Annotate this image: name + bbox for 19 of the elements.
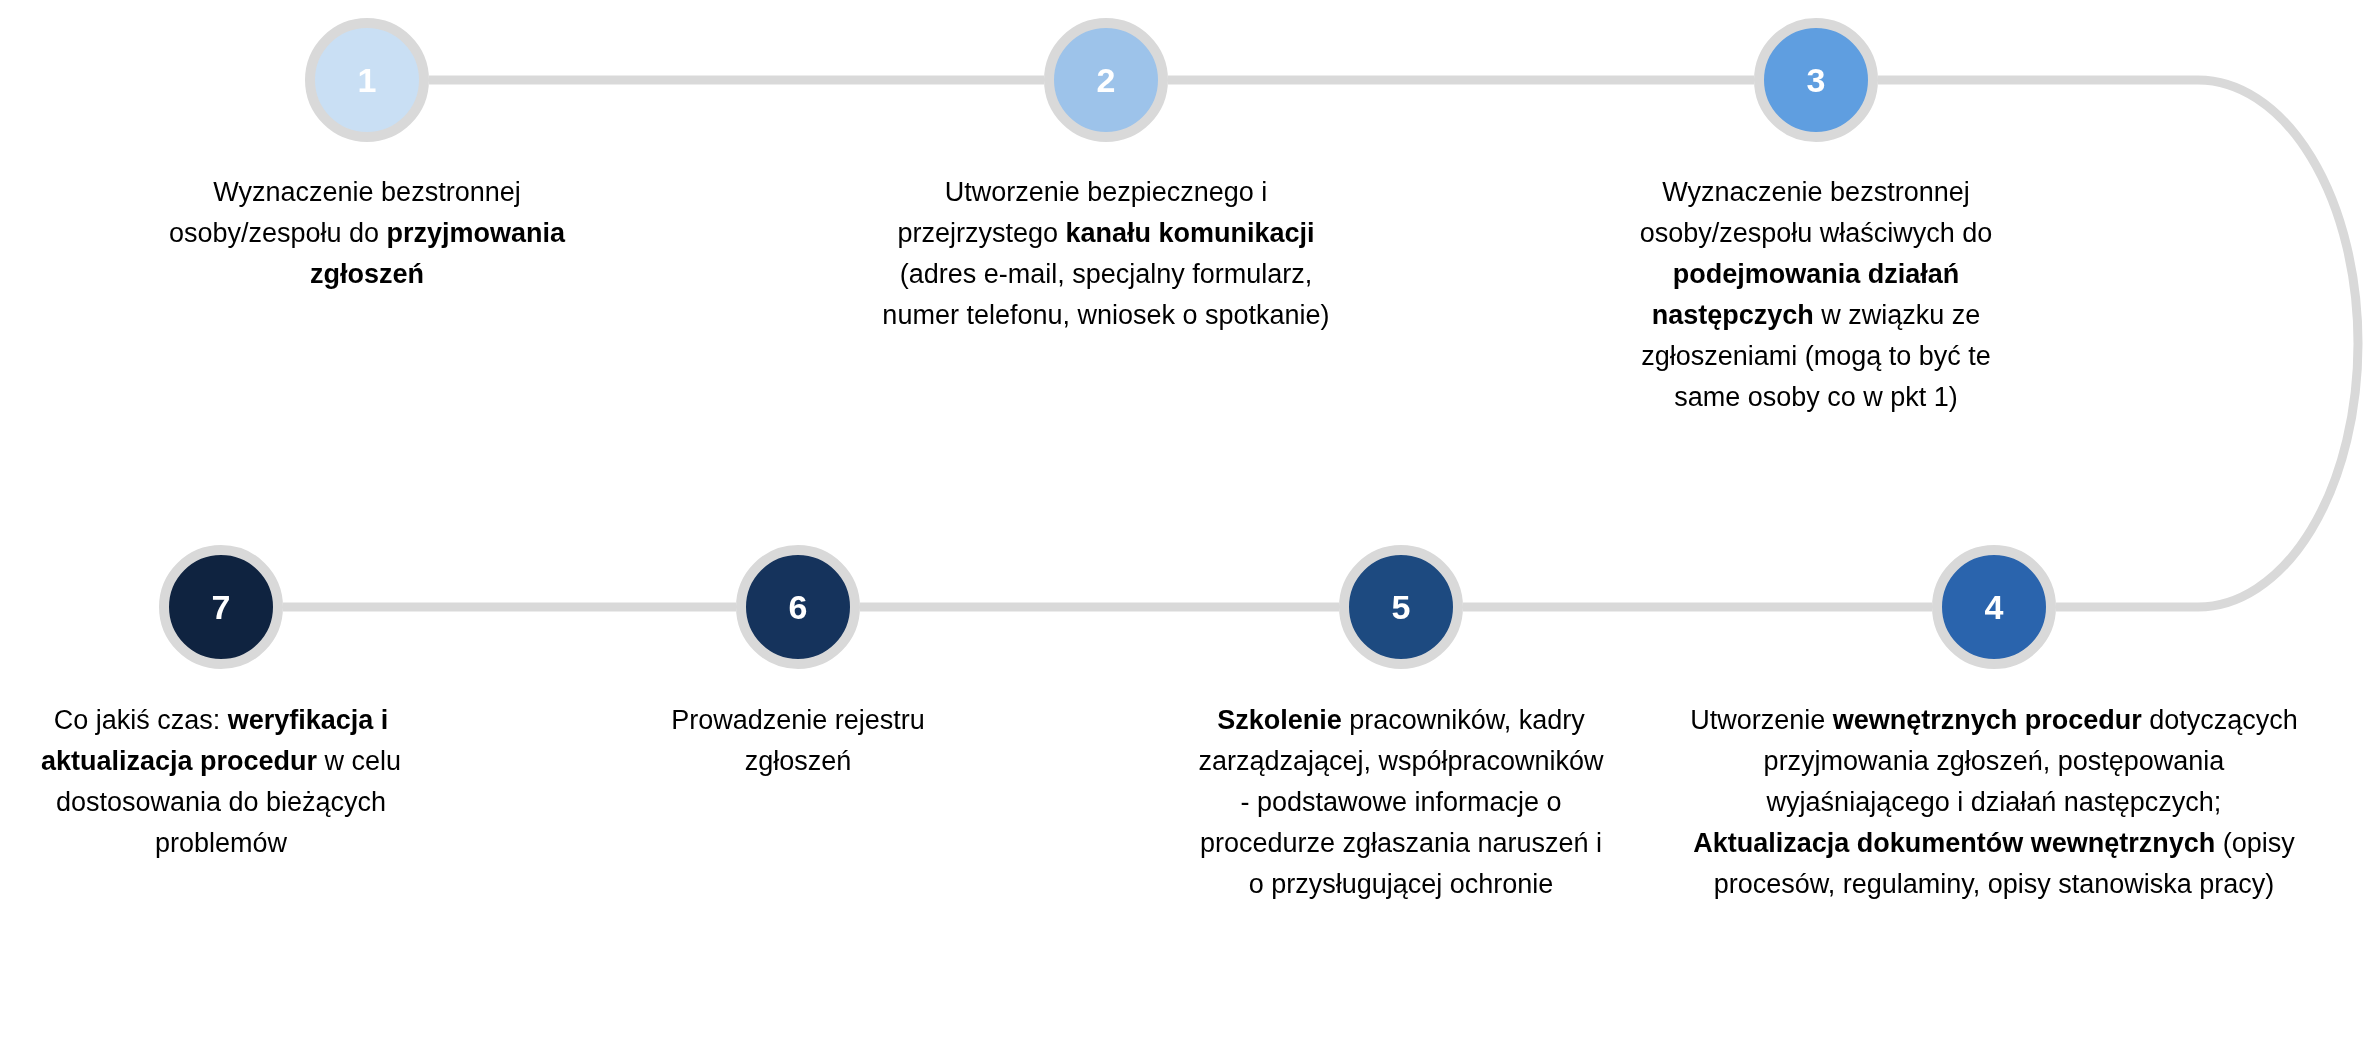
step-number: 2 [1096, 59, 1116, 101]
connector-line [1168, 75, 1754, 85]
step-description: Wyznaczenie bezstronnej osoby/zespołu właściwych do podejmowania działań następczych w związku ze zgłoszeniami (mogą to być te same osoby co w pkt 1) [1638, 176, 1994, 414]
step-description: Wyznaczenie bezstronnej osoby/zespołu do przyjmowania zgłoszeń [167, 176, 567, 291]
connector-line [429, 75, 1044, 85]
step-number: 7 [211, 586, 231, 628]
step-number: 3 [1806, 59, 1826, 101]
step-description: Utworzenie bezpiecznego i przejrzystego kanału komunikacji (adres e-mail, specjalny formularz, numer telefonu, wniosek o spotkanie) [881, 176, 1331, 332]
step-description: Szkolenie pracowników, kadry zarządzającej, współpracowników - podstawowe informacje o procedurze zgłaszania naruszeń i o przysługującej ochronie [1197, 704, 1605, 901]
connector-line [1463, 602, 1932, 612]
connector-line [1878, 75, 2363, 612]
step-number: 5 [1391, 586, 1411, 628]
step-number: 6 [788, 586, 808, 628]
step-description: Utworzenie wewnętrznych procedur dotyczących przyjmowania zgłoszeń, postępowania wyjaśniającego i działań następczych; Aktualizacja dokumentów wewnętrznych (opisy procesów, regulaminy, opisy stanowiska pracy) [1689, 704, 2299, 901]
step-description: Prowadzenie rejestru zgłoszeń [670, 704, 926, 778]
connector-line [283, 602, 736, 612]
step-description: Co jakiś czas: weryfikacja i aktualizacja procedur w celu dostosowania do bieżących problemów [39, 704, 403, 860]
connector-line [860, 602, 1339, 612]
step-number: 4 [1984, 586, 2004, 628]
